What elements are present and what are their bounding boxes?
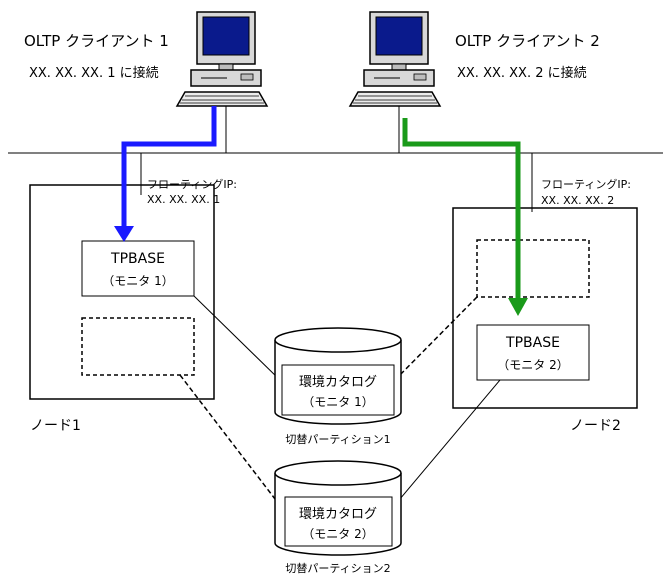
node-1-tpbase-monitor: （モニタ 1） (102, 274, 173, 288)
node-1-floating-ip: XX. XX. XX. 1 (147, 193, 220, 206)
client-1-computer-icon (176, 11, 268, 107)
client-2-computer-icon (349, 11, 441, 107)
partition-2-catalog-title: 環境カタログ (299, 507, 377, 522)
node-2-standby-box (476, 239, 590, 298)
node-1-standby-box (81, 317, 195, 376)
node-2-tpbase-monitor: （モニタ 2） (497, 358, 568, 372)
partition-2-label: 切替パーティション2 (285, 561, 390, 575)
node-2-tpbase-title: TPBASE (505, 335, 560, 351)
node-2-tpbase-box (476, 324, 590, 381)
client-1-connection: XX. XX. XX. 1 に接続 (29, 65, 159, 81)
partition-1-catalog-monitor: （モニタ 1） (302, 395, 373, 409)
node-1-label: ノード1 (30, 418, 81, 434)
node-1-tpbase-box (81, 240, 195, 297)
client-2-name: OLTP クライアント 2 (455, 32, 600, 50)
partition-1-label: 切替パーティション1 (285, 432, 390, 446)
node-2-floating-ip-label: フローティングIP: (541, 177, 631, 191)
client-2-link-arrow (402, 118, 521, 300)
client-1-name: OLTP クライアント 1 (24, 32, 169, 50)
node-1-floating-ip-label: フローティングIP: (147, 177, 237, 191)
client-2-connection: XX. XX. XX. 2 に接続 (457, 65, 587, 81)
node-2-floating-ip: XX. XX. XX. 2 (541, 194, 614, 207)
partition-2-catalog-monitor: （モニタ 2） (302, 527, 373, 541)
partition-2-catalog-box (284, 496, 393, 547)
client-1-link-arrow (121, 106, 217, 228)
node-1-tpbase-title: TPBASE (110, 251, 165, 267)
node-2-label: ノード2 (570, 418, 621, 434)
partition-1-catalog-title: 環境カタログ (299, 375, 377, 390)
node-2-box (452, 207, 638, 409)
partition-1-catalog-box (281, 364, 395, 416)
